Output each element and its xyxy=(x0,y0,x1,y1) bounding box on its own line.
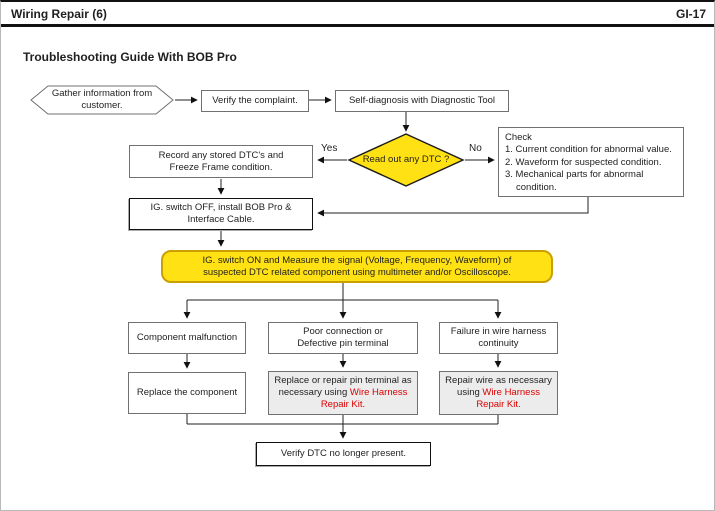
node-self-diagnosis: Self-diagnosis with Diagnostic Tool xyxy=(335,90,509,112)
node-failure-harness: Failure in wire harness continuity xyxy=(439,322,558,354)
node-record-dtc: Record any stored DTC's and Freeze Frame… xyxy=(129,145,313,178)
node-poor-connection: Poor connection or Defective pin termina… xyxy=(268,322,418,354)
replace-pin-prefix: Replace or repair pin terminal as necess… xyxy=(274,375,412,398)
node-read-out-dtc: Read out any DTC ? xyxy=(362,154,450,165)
node-gather-information: Gather information from customer. xyxy=(51,88,153,111)
node-repair-wire: Repair wire as necessary using Wire Harn… xyxy=(439,371,558,415)
branch-label-no: No xyxy=(469,143,482,154)
replace-pin-text: Replace or repair pin terminal as necess… xyxy=(271,375,415,411)
node-replace-pin-terminal: Replace or repair pin terminal as necess… xyxy=(268,371,418,415)
wire-harness-kit-text: Wire Harness Repair Kit. xyxy=(476,387,540,410)
wire-harness-kit-text: Wire Harness Repair Kit. xyxy=(320,387,408,410)
header-divider xyxy=(1,24,714,27)
branch-label-yes: Yes xyxy=(321,143,338,154)
page-header-title: Wiring Repair (6) xyxy=(11,7,107,21)
check-list-item: 3. Mechanical parts for abnormal conditi… xyxy=(505,169,644,193)
node-replace-component: Replace the component xyxy=(128,372,246,414)
check-list-item: 1. Current condition for abnormal value. xyxy=(505,144,672,156)
repair-wire-prefix: Repair wire as necessary using xyxy=(445,375,552,398)
node-component-malfunction: Component malfunction xyxy=(128,322,246,354)
node-check-list: Check 1. Current condition for abnormal … xyxy=(498,127,684,197)
node-ig-switch-off: IG. switch OFF, install BOB Pro & Interf… xyxy=(129,198,313,230)
repair-wire-text: Repair wire as necessary using Wire Harn… xyxy=(442,375,555,411)
node-ig-switch-on-measure: IG. switch ON and Measure the signal (Vo… xyxy=(161,250,553,283)
node-verify-complaint: Verify the complaint. xyxy=(201,90,309,112)
diagram-title: Troubleshooting Guide With BOB Pro xyxy=(23,50,237,64)
check-list-item: 2. Waveform for suspected condition. xyxy=(505,156,662,168)
page-number: GI-17 xyxy=(675,7,706,21)
check-list-title: Check xyxy=(505,132,532,143)
node-verify-dtc-gone: Verify DTC no longer present. xyxy=(256,442,431,466)
